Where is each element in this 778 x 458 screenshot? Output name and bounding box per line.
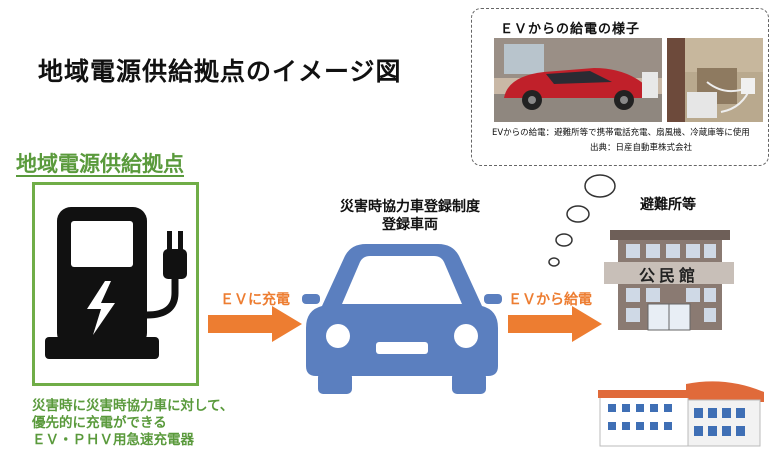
charger-description-line: 優先的に充電ができる: [32, 415, 167, 431]
hub-heading: 地域電源供給拠点: [16, 152, 184, 176]
building-sign: 公民館: [638, 266, 699, 285]
devices-photo-icon: [667, 38, 763, 122]
vehicle-caption-line2: 登録車両: [382, 217, 438, 233]
supply-arrow-label: ＥＶから給電: [508, 292, 592, 308]
charger-description-line: 災害時に災害時協力車に対して、: [32, 398, 234, 414]
page-title: 地域電源供給拠点のイメージ図: [38, 57, 402, 86]
community-hall-icon: [604, 230, 734, 331]
car-icon: [302, 244, 502, 394]
ev-photo-car: [494, 38, 662, 122]
charge-arrow-label: ＥＶに充電: [220, 292, 290, 308]
ev-charger-icon: [45, 207, 187, 359]
thought-bubble-dots: [548, 174, 616, 267]
vehicle-caption: 災害時協力車登録制度 登録車両: [300, 198, 520, 234]
bubble-source: 出典：日産自動車株式会社: [590, 143, 693, 153]
vehicle-caption-line1: 災害時協力車登録制度: [340, 199, 480, 215]
bubble-caption: EVからの給電：避難所等で携帯電話充電、扇風機、冷蔵庫等に使用: [492, 128, 750, 138]
school-building-icon: [598, 381, 764, 447]
charger-description: 災害時に災害時協力車に対して、 優先的に充電ができる ＥＶ・ＰＨＶ用急速充電器: [32, 398, 233, 449]
charger-description-line: ＥＶ・ＰＨＶ用急速充電器: [32, 432, 194, 448]
shelter-label: 避難所等: [640, 197, 696, 213]
red-car-photo-icon: [494, 38, 662, 122]
charger-box: [32, 182, 199, 386]
bubble-title: ＥＶからの給電の様子: [500, 22, 641, 37]
charge-arrow-icon: [208, 306, 302, 342]
supply-arrow-icon: [508, 306, 602, 342]
ev-photo-devices: [667, 38, 763, 122]
